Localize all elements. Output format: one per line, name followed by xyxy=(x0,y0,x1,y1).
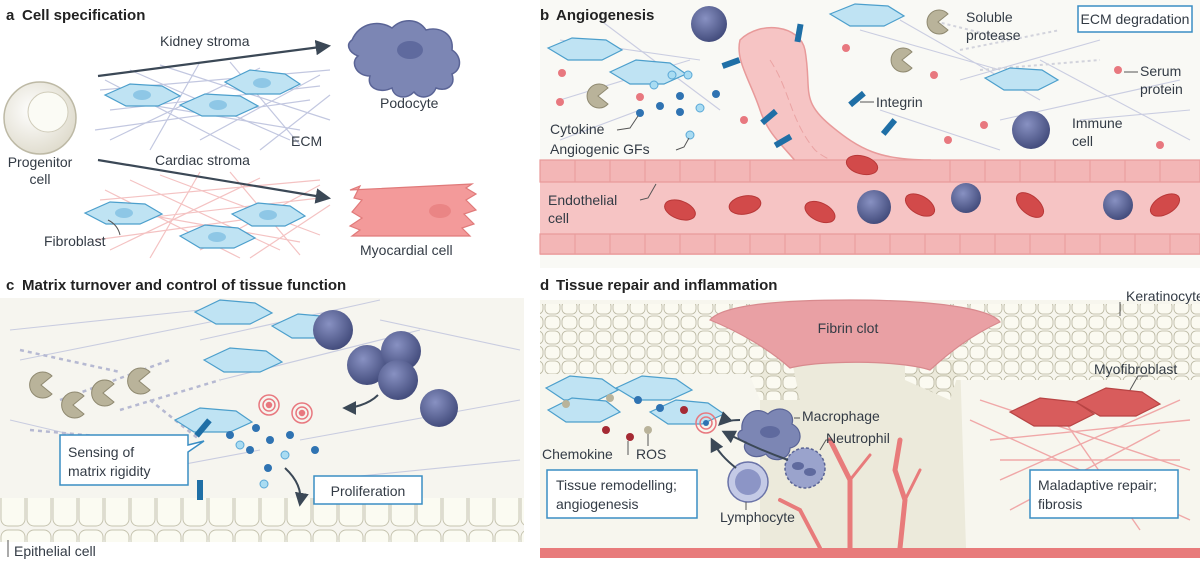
cytokines xyxy=(636,90,720,117)
maladaptive-box xyxy=(1029,469,1179,519)
integrins-c xyxy=(194,418,212,500)
cardiac-stroma-label: Cardiac stroma xyxy=(155,152,250,168)
growth-factors-c xyxy=(235,440,290,489)
fibroblast-cells-c xyxy=(173,299,352,433)
fibroblast-cells-b xyxy=(546,3,1060,91)
immune-cell-label-1: Immune xyxy=(1072,115,1123,131)
panel-d: d Tissue repair and inflammation Keratin… xyxy=(540,277,1200,558)
epithelial-layer xyxy=(0,498,524,542)
sensing-label-1: Sensing of xyxy=(68,444,134,460)
neutrophil xyxy=(784,447,826,489)
panel-b-title: Angiogenesis xyxy=(556,7,654,24)
serum-protein-label-1: Serum xyxy=(1140,63,1181,79)
keratinocyte-label: Keratinocyte xyxy=(1126,288,1200,304)
integrins xyxy=(721,23,898,149)
chemokines xyxy=(602,406,688,441)
panel-d-letter: d xyxy=(540,277,549,294)
arrow-to-myocardial xyxy=(97,158,332,204)
panel-c-letter: c xyxy=(6,277,14,294)
endothelial-label-2: cell xyxy=(548,210,569,226)
progenitor-cell xyxy=(3,81,77,155)
fibroblast-pointer xyxy=(107,219,121,236)
kidney-stroma-label: Kidney stroma xyxy=(160,33,250,49)
angiogenic-gfs-label: Angiogenic GFs xyxy=(550,141,650,157)
wound-bed xyxy=(760,360,966,548)
integrin-label: Integrin xyxy=(876,94,923,110)
signal-rings-c xyxy=(258,394,313,424)
panel-c-title: Matrix turnover and control of tissue fu… xyxy=(22,277,346,294)
arrow-to-podocyte xyxy=(97,39,332,78)
fibrin-clot xyxy=(709,299,1001,371)
immune-cells-c xyxy=(313,310,458,427)
endothelial-pointer xyxy=(639,183,657,201)
macrophage-arrow xyxy=(718,411,741,426)
panel-a-title: Cell specification xyxy=(22,7,145,24)
soluble-protease-label-1: Soluble xyxy=(966,9,1013,25)
remodelling-box xyxy=(546,469,698,519)
panel-a-letter: a xyxy=(6,7,15,24)
panel-d-title: Tissue repair and inflammation xyxy=(556,277,777,294)
blood-vessel-branches xyxy=(778,437,922,551)
basal-vessel xyxy=(540,548,1200,558)
myofibroblast-label: Myofibroblast xyxy=(1094,361,1177,377)
lymphocyte-label: Lymphocyte xyxy=(720,509,795,525)
ros xyxy=(562,394,652,434)
panel-b-letter: b xyxy=(540,7,549,24)
cytokine-pointer xyxy=(616,115,639,131)
soluble-proteases xyxy=(586,9,949,109)
ros-label: ROS xyxy=(636,446,666,462)
proliferation-box xyxy=(313,475,423,505)
immune-cell-label-2: cell xyxy=(1072,133,1093,149)
lymphocyte-arrow xyxy=(710,437,737,469)
lymphocyte xyxy=(727,461,769,503)
ecm-degradation-label: ECM degradation xyxy=(1081,11,1190,27)
sensing-label-2: matrix rigidity xyxy=(68,463,150,479)
panel-c: c Matrix turnover and control of tissue … xyxy=(0,277,524,559)
podocyte-label: Podocyte xyxy=(380,95,439,111)
proliferation-arrow xyxy=(284,467,309,507)
progenitor-label-2: cell xyxy=(29,171,50,187)
remodelling-label-1: Tissue remodelling; xyxy=(556,477,677,493)
fibrin-clot-label: Fibrin clot xyxy=(818,320,879,336)
panel-a: a Cell specification Progenitor cell Kid… xyxy=(3,7,478,259)
epithelial-label: Epithelial cell xyxy=(14,543,96,559)
myocardial-label: Myocardial cell xyxy=(360,242,453,258)
serum-protein-label-2: protein xyxy=(1140,81,1183,97)
fibroblast-label: Fibroblast xyxy=(44,233,106,249)
remodelling-label-2: angiogenesis xyxy=(556,496,639,512)
myofibroblasts xyxy=(1008,387,1162,427)
cytokines-d xyxy=(634,396,664,412)
maladaptive-label-2: fibrosis xyxy=(1038,496,1082,512)
red-blood-cells xyxy=(664,154,1181,224)
neutrophil-pointer xyxy=(819,439,832,451)
neutrophil-arrow xyxy=(721,430,789,461)
angiogenic-gfs-pointer xyxy=(675,137,690,151)
cytokine-label: Cytokine xyxy=(550,121,605,137)
proliferation-label: Proliferation xyxy=(331,483,406,499)
immune-cells-b xyxy=(691,6,1133,224)
myofibroblast-pointer xyxy=(1129,375,1148,391)
ecm-degradation-box xyxy=(1077,5,1193,33)
soluble-protease-label-2: protease xyxy=(966,27,1021,43)
fibroblast-nuclei-a xyxy=(115,78,277,242)
maladaptive-label-1: Maladaptive repair; xyxy=(1038,477,1157,493)
endothelial-label-1: Endothelial xyxy=(548,192,617,208)
angiogenic-gfs xyxy=(649,70,705,140)
immune-recruit-arrow xyxy=(342,394,379,415)
myocardial-cell xyxy=(348,183,478,237)
chemokine-label: Chemokine xyxy=(542,446,613,462)
panel-b-degraded-ecm xyxy=(929,19,1101,71)
progenitor-label-1: Progenitor xyxy=(8,154,73,170)
signal-ring-d xyxy=(695,412,717,434)
sensing-box xyxy=(59,434,205,486)
panel-b: b Angiogenesis Soluble protease ECM degr… xyxy=(539,0,1200,268)
neutrophil-label: Neutrophil xyxy=(826,430,890,446)
proteases-c xyxy=(29,367,151,419)
macrophage-label: Macrophage xyxy=(802,408,880,424)
signal-molecules-c xyxy=(226,424,319,472)
serum-proteins xyxy=(556,44,1164,149)
ecm-label: ECM xyxy=(291,133,322,149)
podocyte-cell xyxy=(347,20,461,98)
